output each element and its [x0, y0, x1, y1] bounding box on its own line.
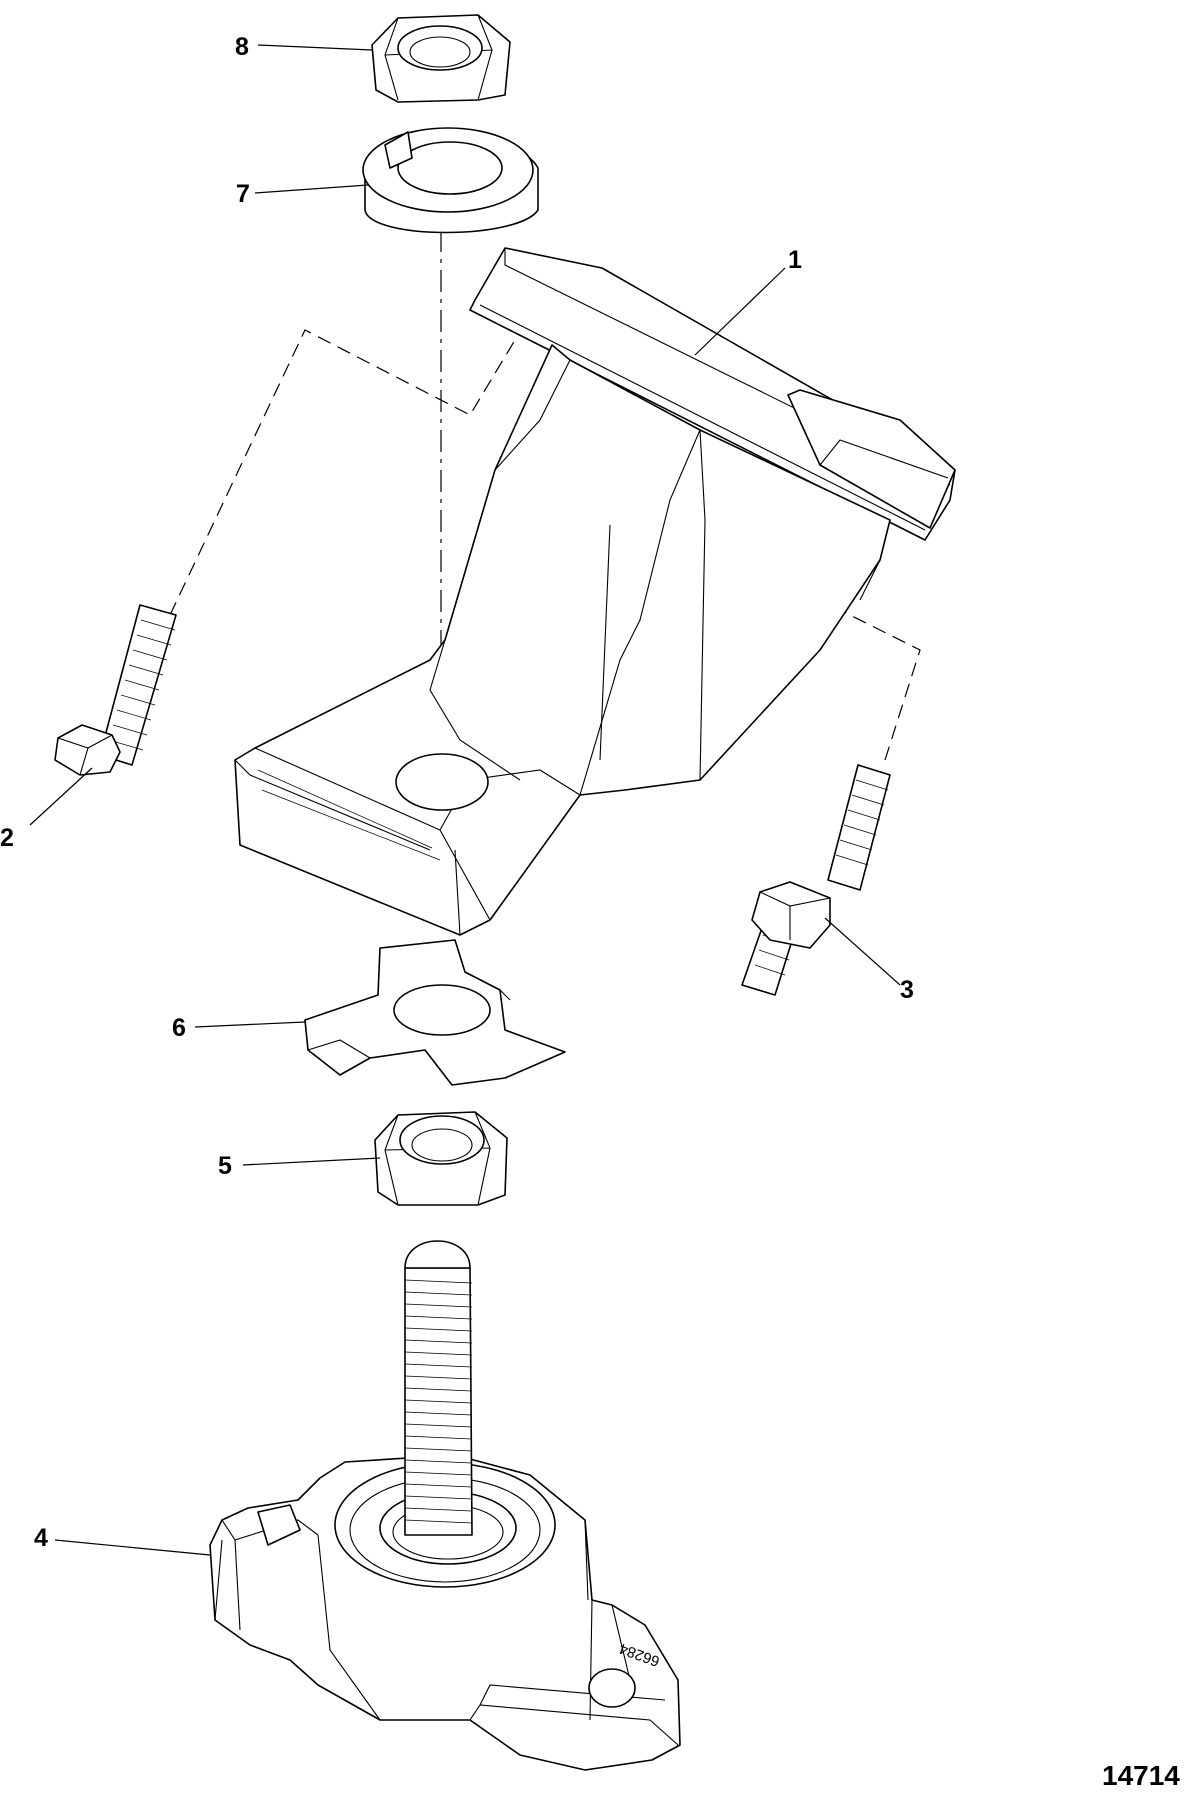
callout-2: 2 — [0, 824, 14, 852]
double-end-stud — [741, 764, 891, 996]
leader-6 — [194, 1021, 306, 1028]
leader-7 — [254, 184, 369, 194]
leader-1 — [694, 267, 786, 356]
bolt-assembly-path — [169, 329, 516, 616]
hex-bolt — [54, 604, 177, 776]
hex-nut-top — [371, 14, 511, 103]
callout-8: 8 — [235, 33, 249, 61]
callout-5: 5 — [218, 1152, 232, 1180]
callout-6: 6 — [172, 1014, 186, 1042]
shaft-threads — [404, 1279, 473, 1524]
leader-8 — [257, 44, 373, 51]
callout-1: 1 — [788, 246, 802, 274]
mounting-bracket — [234, 247, 956, 936]
hex-nut-lower — [374, 1111, 508, 1206]
figure-number: 14714 — [1102, 1760, 1180, 1791]
engine-mount: 66284 — [209, 1240, 681, 1771]
callout-4: 4 — [34, 1524, 48, 1552]
lock-washer — [362, 127, 539, 234]
leader-4 — [54, 1539, 211, 1556]
leader-5 — [242, 1157, 381, 1166]
leader-3 — [824, 917, 901, 986]
callout-3: 3 — [900, 976, 914, 1004]
callout-7: 7 — [236, 180, 250, 208]
leader-2 — [29, 767, 93, 826]
tab-washer — [304, 939, 566, 1086]
